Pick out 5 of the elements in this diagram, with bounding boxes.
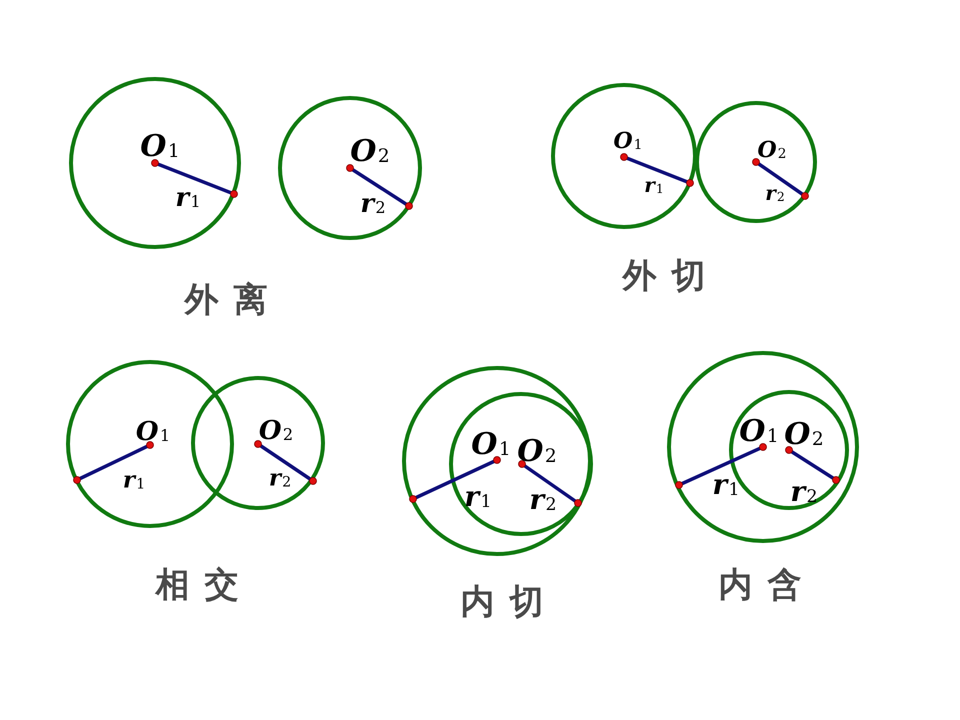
caption: 内含 [717, 568, 817, 602]
caption: 外切 [620, 259, 721, 293]
caption: 外离 [182, 283, 283, 317]
caption: 相交 [154, 568, 254, 602]
caption: 内切 [459, 585, 559, 619]
